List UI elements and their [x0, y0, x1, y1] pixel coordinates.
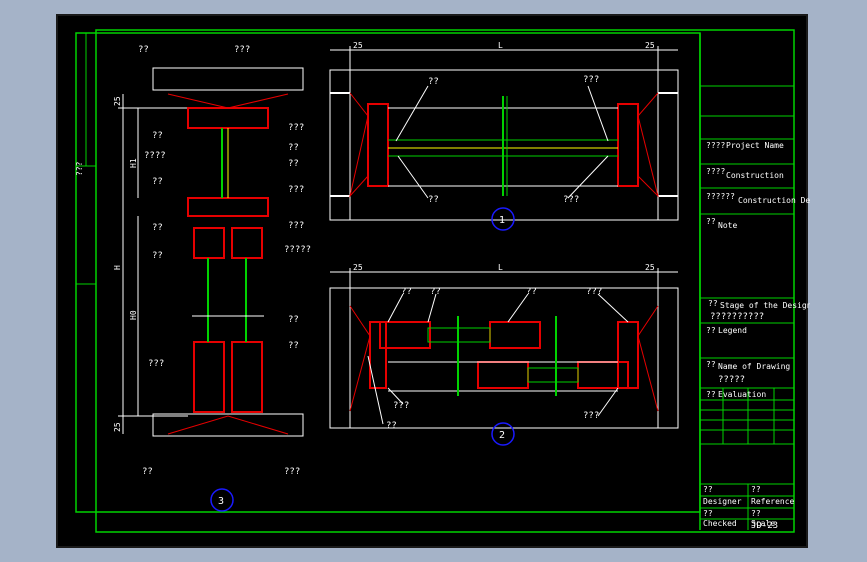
- svg-text:25: 25: [353, 263, 363, 272]
- svg-text:??: ??: [401, 287, 412, 297]
- svg-text:??: ??: [152, 177, 163, 187]
- view-3-label-circle: [210, 488, 234, 512]
- svg-text:??: ??: [288, 341, 299, 351]
- svg-text:Scale: Scale: [751, 519, 775, 528]
- svg-text:??: ??: [751, 509, 761, 518]
- svg-text:Construction: Construction: [726, 171, 784, 180]
- svg-text:??: ??: [706, 326, 716, 335]
- svg-text:Name of Drawing: Name of Drawing: [718, 362, 790, 371]
- svg-text:?????: ?????: [718, 375, 745, 385]
- view-1: 25 L 25 ?? ??? ?? ??? 1: [329, 41, 679, 231]
- svg-text:??????: ??????: [706, 192, 735, 201]
- svg-text:H0: H0: [129, 310, 138, 320]
- svg-text:Reference: Reference: [751, 497, 795, 506]
- svg-text:???: ???: [583, 411, 599, 421]
- svg-text:1: 1: [499, 215, 505, 226]
- svg-text:??: ??: [751, 485, 761, 494]
- svg-text:25: 25: [113, 422, 122, 432]
- svg-text:??: ??: [708, 299, 718, 308]
- side-note: ???: [75, 161, 84, 176]
- svg-text:Project Name: Project Name: [726, 141, 784, 150]
- svg-text:??: ??: [152, 223, 163, 233]
- binding-strip: [75, 32, 97, 513]
- svg-text:Legend: Legend: [718, 326, 747, 335]
- view-1-label-circle: [491, 207, 515, 231]
- svg-text:???: ???: [586, 287, 602, 297]
- svg-text:Stage of the Design: Stage of the Design: [720, 301, 810, 310]
- svg-text:??: ??: [706, 360, 716, 369]
- svg-text:???: ???: [284, 467, 300, 477]
- view-2-label-circle: [491, 422, 515, 446]
- title-block-text: ???? Project Name ???? Construction ????…: [703, 141, 810, 531]
- svg-text:Designer: Designer: [703, 497, 742, 506]
- svg-text:??: ??: [386, 421, 397, 431]
- svg-text:JD-23: JD-23: [751, 521, 778, 531]
- svg-text:L: L: [498, 41, 503, 50]
- svg-text:??: ??: [428, 195, 439, 205]
- svg-text:??: ??: [152, 131, 163, 141]
- svg-text:???: ???: [583, 75, 599, 85]
- svg-text:????: ????: [144, 151, 166, 161]
- svg-text:??: ??: [526, 287, 537, 297]
- svg-text:??: ??: [288, 159, 299, 169]
- svg-text:????: ????: [706, 167, 725, 176]
- svg-text:Checked: Checked: [703, 519, 737, 528]
- outer-border: [95, 29, 795, 533]
- svg-text:????: ????: [706, 141, 725, 150]
- view-2: 25 L 25 ?? ?? ?? ??? ??? ?? ?: [329, 263, 679, 446]
- svg-text:??: ??: [428, 77, 439, 87]
- svg-text:Note: Note: [718, 221, 737, 230]
- svg-text:???: ???: [288, 221, 304, 231]
- svg-text:???: ???: [563, 195, 579, 205]
- svg-text:H1: H1: [129, 158, 138, 168]
- svg-text:??: ??: [288, 143, 299, 153]
- svg-text:??: ??: [703, 509, 713, 518]
- svg-text:Construction Designer: Construction Designer: [738, 196, 810, 205]
- svg-text:3: 3: [218, 496, 224, 507]
- svg-text:25: 25: [645, 41, 655, 50]
- svg-text:25: 25: [353, 41, 363, 50]
- svg-text:Evaluation: Evaluation: [718, 390, 766, 399]
- svg-text:25: 25: [645, 263, 655, 272]
- svg-text:??: ??: [142, 467, 153, 477]
- svg-text:??: ??: [706, 217, 716, 226]
- svg-text:?????: ?????: [284, 245, 311, 255]
- svg-text:??: ??: [288, 315, 299, 325]
- svg-text:???: ???: [288, 185, 304, 195]
- svg-text:L: L: [498, 263, 503, 272]
- cad-drawing: ??? ???? Project Name ???? Construction …: [75, 29, 810, 533]
- svg-text:???: ???: [288, 123, 304, 133]
- svg-text:??: ??: [703, 485, 713, 494]
- svg-text:??: ??: [706, 390, 716, 399]
- svg-text:25: 25: [113, 96, 122, 106]
- svg-text:???: ???: [234, 45, 250, 55]
- svg-text:2: 2: [499, 430, 505, 441]
- svg-text:??: ??: [430, 287, 441, 297]
- drawing-sheet: ??? ???? Project Name ???? Construction …: [56, 14, 810, 548]
- view-3: 25 H1 H H0 25 ?? ??? ?? ??? ???? ?? ?? ?…: [113, 45, 311, 512]
- title-block: [700, 85, 794, 530]
- svg-text:???: ???: [393, 401, 409, 411]
- svg-text:??: ??: [152, 251, 163, 261]
- svg-text:???: ???: [148, 359, 164, 369]
- svg-text:??????????: ??????????: [710, 312, 764, 322]
- svg-text:H: H: [113, 265, 122, 270]
- svg-text:??: ??: [138, 45, 149, 55]
